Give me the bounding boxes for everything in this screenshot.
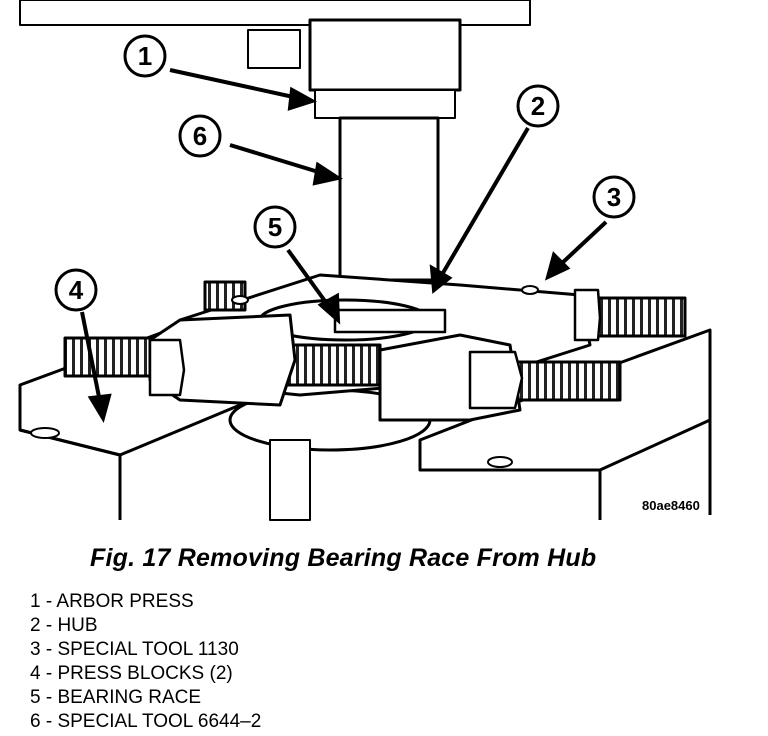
figure-code: 80ae8460 [642,498,700,513]
callout-4: 4 [69,275,84,305]
callout-4-circle [54,268,98,312]
callout-5-circle [253,205,297,249]
legend-item: 3 - SPECIAL TOOL 1130 [30,639,239,660]
callout-5: 5 [268,212,282,242]
legend-item: 4 - PRESS BLOCKS (2) [30,663,233,684]
legend-item: 6 - SPECIAL TOOL 6644–2 [30,711,262,732]
callout-3-circle [592,175,636,219]
arbor-press-ram [308,18,462,92]
callout-2-circle [516,84,560,128]
callout-6-circle [178,114,222,158]
legend-list: 1 - ARBOR PRESS 2 - HUB 3 - SPECIAL TOOL… [30,590,261,734]
callout-1-circle [123,34,167,78]
legend-item: 2 - HUB [30,615,98,636]
figure-caption: Fig. 17 Removing Bearing Race From Hub [90,544,597,572]
callout-6: 6 [193,121,207,151]
legend-item: 5 - BEARING RACE [30,687,202,708]
bearing-race-removal-illustration: 1 2 3 4 5 6 80ae8460 [18,0,712,521]
bearing-race [333,308,447,334]
special-tool-6644-2 [338,116,440,285]
callout-2: 2 [531,91,545,121]
callout-3: 3 [607,182,621,212]
legend-item: 1 - ARBOR PRESS [30,591,194,612]
callout-1: 1 [138,41,152,71]
